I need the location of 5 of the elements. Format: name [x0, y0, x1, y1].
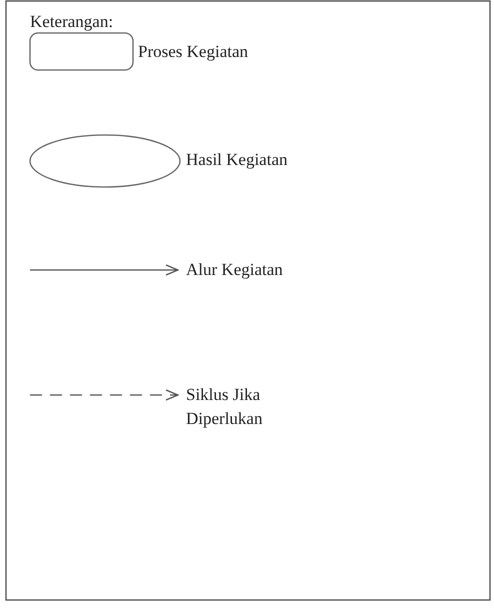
legend-text: Alur Kegiatan — [186, 259, 283, 281]
legend-text: Hasil Kegiatan — [186, 149, 288, 171]
legend-text: Proses Kegiatan — [138, 41, 248, 63]
legend-title: Keterangan: — [30, 11, 114, 33]
legend-text: Siklus Jika Diperlukan — [186, 384, 264, 430]
